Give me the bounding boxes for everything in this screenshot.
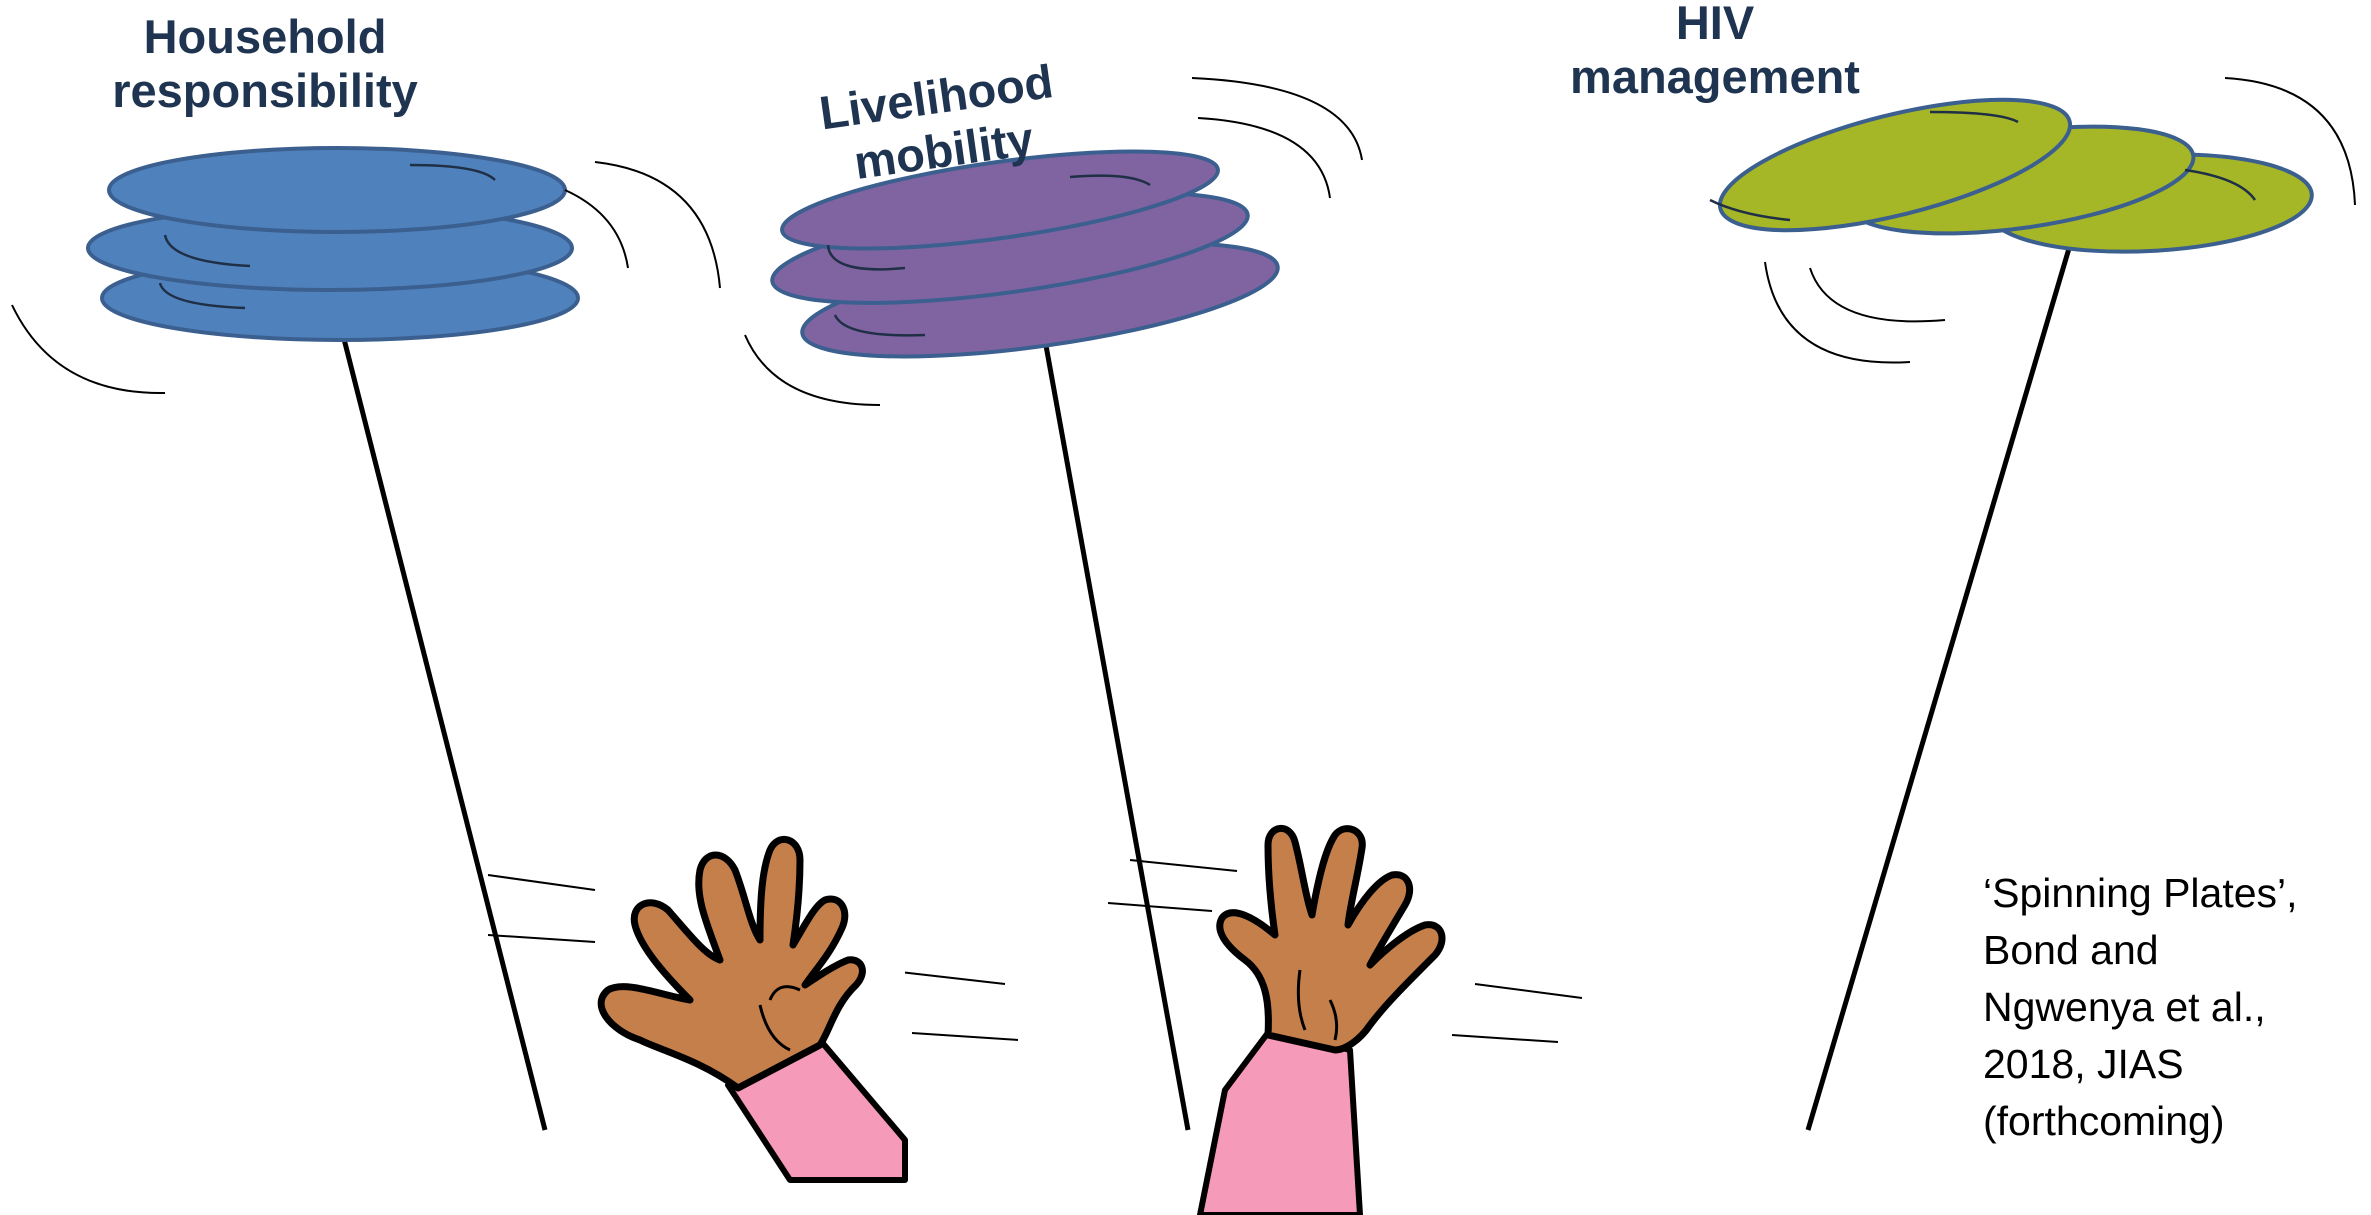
juggling-hand-right-icon: [1200, 828, 1442, 1215]
juggling-hand-left-icon: [597, 825, 905, 1180]
plate-label-hiv-line2: management: [1530, 50, 1900, 104]
plate-label-hiv-line1: HIV: [1530, 0, 1900, 50]
citation-line2: Bond and: [1983, 922, 2363, 979]
plate-label-household: Household responsibility: [70, 10, 460, 118]
plates-household: [88, 148, 578, 340]
stick-household: [343, 335, 545, 1130]
citation: ‘Spinning Plates’, Bond and Ngwenya et a…: [1983, 865, 2363, 1150]
citation-line4: 2018, JIAS: [1983, 1036, 2363, 1093]
plate-label-household-line1: Household: [70, 10, 460, 64]
stick-livelihood: [1045, 340, 1188, 1130]
citation-line5: (forthcoming): [1983, 1093, 2363, 1150]
citation-line1: ‘Spinning Plates’,: [1983, 865, 2363, 922]
plate-hh-p1: [109, 148, 565, 232]
citation-line3: Ngwenya et al.,: [1983, 979, 2363, 1036]
plate-label-hiv: HIV management: [1530, 0, 1900, 104]
plate-label-household-line2: responsibility: [70, 64, 460, 118]
